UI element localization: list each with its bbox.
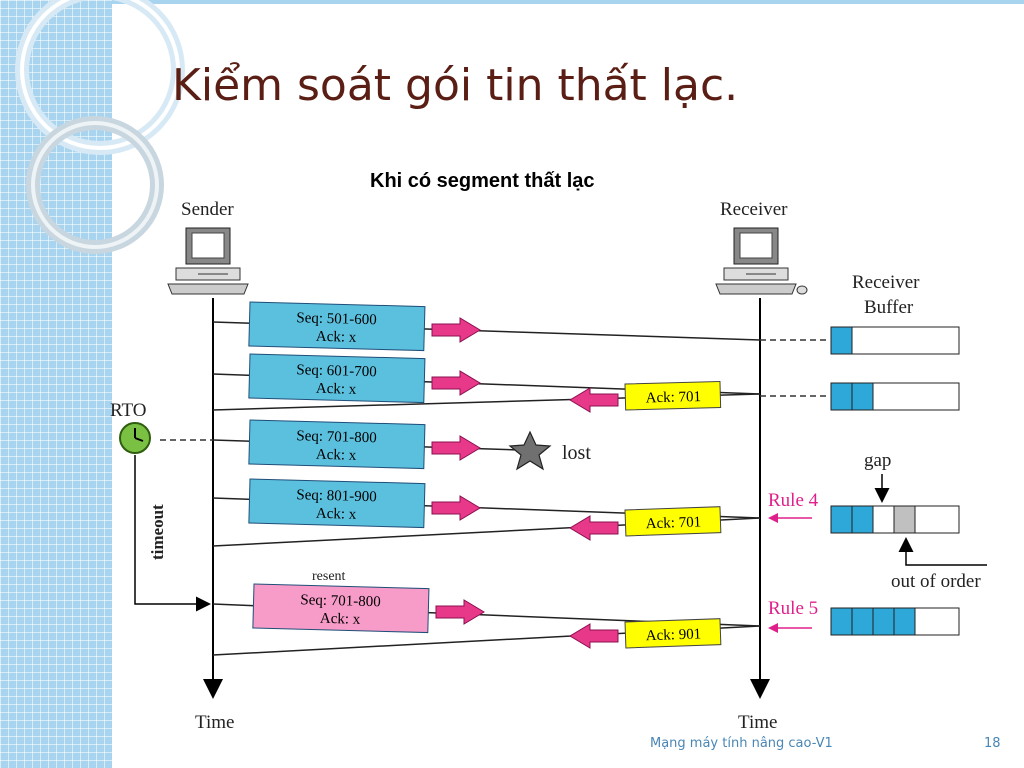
segment-4-seq: Seq: 801-900 (296, 487, 377, 505)
segment-4-ack: Ack: x (316, 506, 357, 523)
segment-3-ack: Ack: x (316, 447, 357, 464)
segment-3: Seq: 701-800 Ack: x (248, 419, 426, 470)
decorative-top-strip (112, 0, 1024, 4)
ack-box-2: Ack: 701 (624, 506, 722, 537)
forward-arrow-icon (431, 435, 481, 461)
backward-arrows (569, 387, 619, 649)
timeout-arrow (134, 455, 211, 612)
buffer-2 (830, 382, 960, 411)
ack-box-3: Ack: 901 (624, 618, 722, 649)
buffer-3 (830, 505, 960, 534)
segment-4: Seq: 801-900 Ack: x (248, 478, 426, 529)
buffer-4 (830, 607, 960, 636)
time-label-left: Time (195, 712, 234, 733)
segment-1: Seq: 501-600 Ack: x (248, 301, 426, 352)
svg-text:Ack: 701: Ack: 701 (645, 389, 701, 406)
segment-2-seq: Seq: 601-700 (296, 362, 377, 380)
segment-3-seq: Seq: 701-800 (296, 428, 377, 446)
lost-star-icon (508, 430, 552, 471)
gap-label: gap (864, 450, 891, 471)
lost-label: lost (562, 442, 591, 464)
time-label-right: Time (738, 712, 777, 733)
footer-course: Mạng máy tính nâng cao-V1 (650, 736, 833, 751)
backward-arrow-icon (569, 387, 619, 413)
rto-label: RTO (110, 400, 147, 421)
sender-label: Sender (181, 199, 234, 220)
backward-arrow-icon (569, 623, 619, 649)
forward-arrow-icon (431, 317, 481, 343)
footer-page-number: 18 (984, 736, 1001, 751)
slide-subtitle: Khi có segment thất lạc (370, 170, 595, 192)
receiver-label: Receiver (720, 199, 788, 220)
receiver-computer-icon (715, 227, 808, 295)
svg-text:Ack: 901: Ack: 901 (646, 626, 702, 644)
sender-computer-icon (167, 227, 249, 295)
clock-icon (119, 422, 151, 454)
svg-text:Ack: 701: Ack: 701 (646, 514, 702, 532)
segment-5-seq: Seq: 701-800 (300, 592, 381, 610)
rule-5-label: Rule 5 (768, 598, 818, 619)
decorative-rings (15, 0, 185, 254)
segment-2: Seq: 601-700 Ack: x (248, 353, 426, 404)
ack-box-1: Ack: 701 (624, 381, 722, 411)
resent-label: resent (312, 569, 346, 584)
receiver-buffer-label-1: Receiver (852, 272, 920, 293)
forward-arrows (431, 317, 485, 625)
timeout-label: timeout (148, 504, 167, 560)
segment-1-seq: Seq: 501-600 (296, 310, 377, 328)
rule-4-label: Rule 4 (768, 490, 819, 511)
slide-title: Kiểm soát gói tin thất lạc. (172, 60, 739, 111)
backward-arrow-icon (569, 515, 619, 541)
segment-5-ack: Ack: x (320, 611, 361, 628)
forward-arrow-icon (435, 599, 485, 625)
forward-arrow-icon (431, 370, 481, 396)
segment-5-resent: Seq: 701-800 Ack: x (252, 583, 430, 634)
segment-2-ack: Ack: x (316, 381, 357, 398)
buffer-1 (830, 326, 960, 355)
receiver-buffer-label-2: Buffer (864, 297, 914, 318)
segment-1-ack: Ack: x (316, 329, 357, 346)
out-of-order-label: out of order (891, 571, 981, 592)
forward-arrow-icon (431, 495, 481, 521)
